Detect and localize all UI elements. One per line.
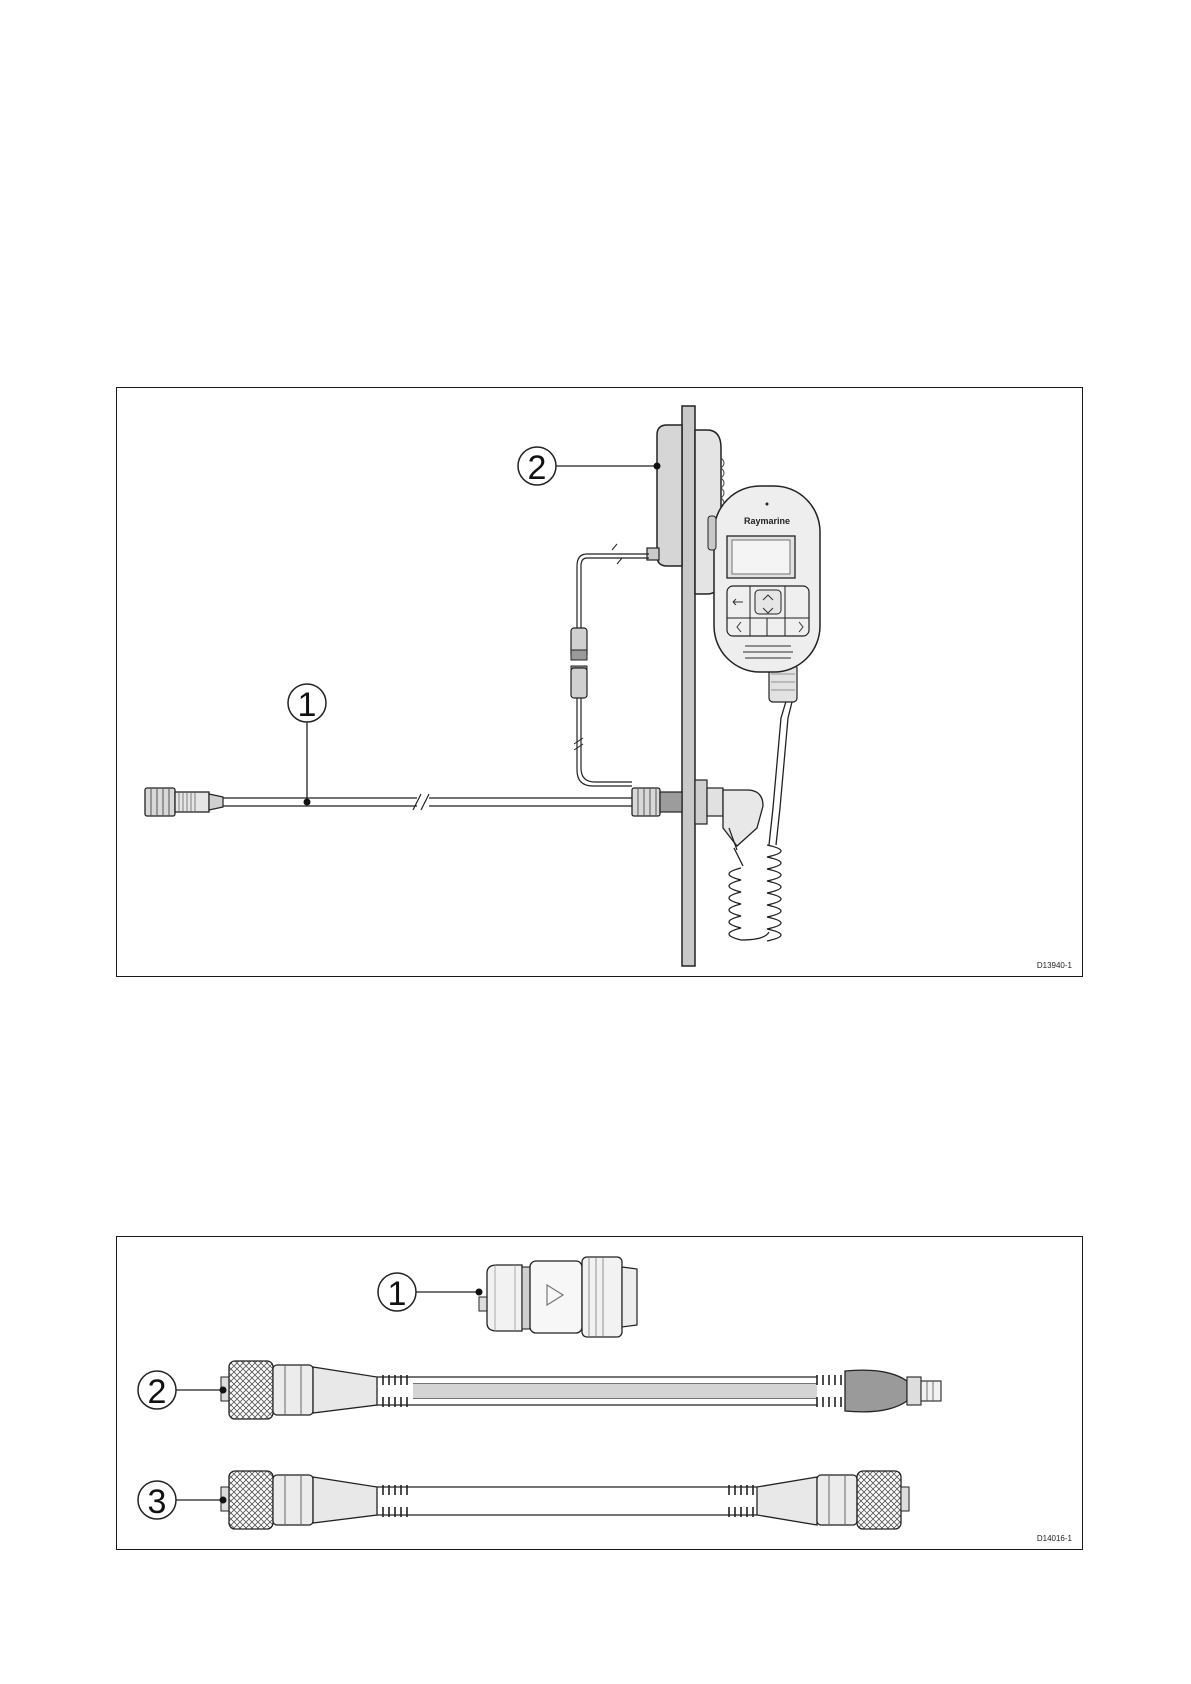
figure-id-label: D13940-1	[1037, 961, 1072, 970]
callout-1: 1	[288, 684, 326, 806]
callout-3: 3	[138, 1481, 227, 1521]
figure-handset-connection: Raymarine 1 2 D13940-1	[116, 387, 1083, 977]
callout-2-label: 2	[528, 449, 547, 487]
figure-adaptor-cables: 1 2 3 D14016-1	[116, 1236, 1083, 1550]
callout-1-label: 1	[298, 686, 317, 724]
cradle-extension-cable	[571, 544, 649, 786]
callout-1-label: 1	[388, 1275, 407, 1313]
callout-2: 2	[518, 447, 661, 487]
figure-id-label: D14016-1	[1037, 1534, 1072, 1543]
handset-brand-label: Raymarine	[744, 516, 790, 526]
mounting-panel	[682, 406, 695, 966]
callout-2-label: 2	[148, 1373, 167, 1411]
adaptor-cable-a	[221, 1361, 941, 1419]
handset-extension-cable	[145, 780, 763, 850]
adaptor-connector	[479, 1257, 637, 1337]
adaptor-cables-diagram: 1 2 3	[117, 1237, 1084, 1551]
callout-2: 2	[138, 1371, 227, 1411]
callout-3-label: 3	[148, 1483, 167, 1521]
handset: Raymarine	[708, 486, 820, 702]
handset-connection-diagram: Raymarine 1 2	[117, 388, 1084, 978]
callout-1: 1	[378, 1273, 483, 1313]
adaptor-cable-b	[221, 1471, 909, 1529]
